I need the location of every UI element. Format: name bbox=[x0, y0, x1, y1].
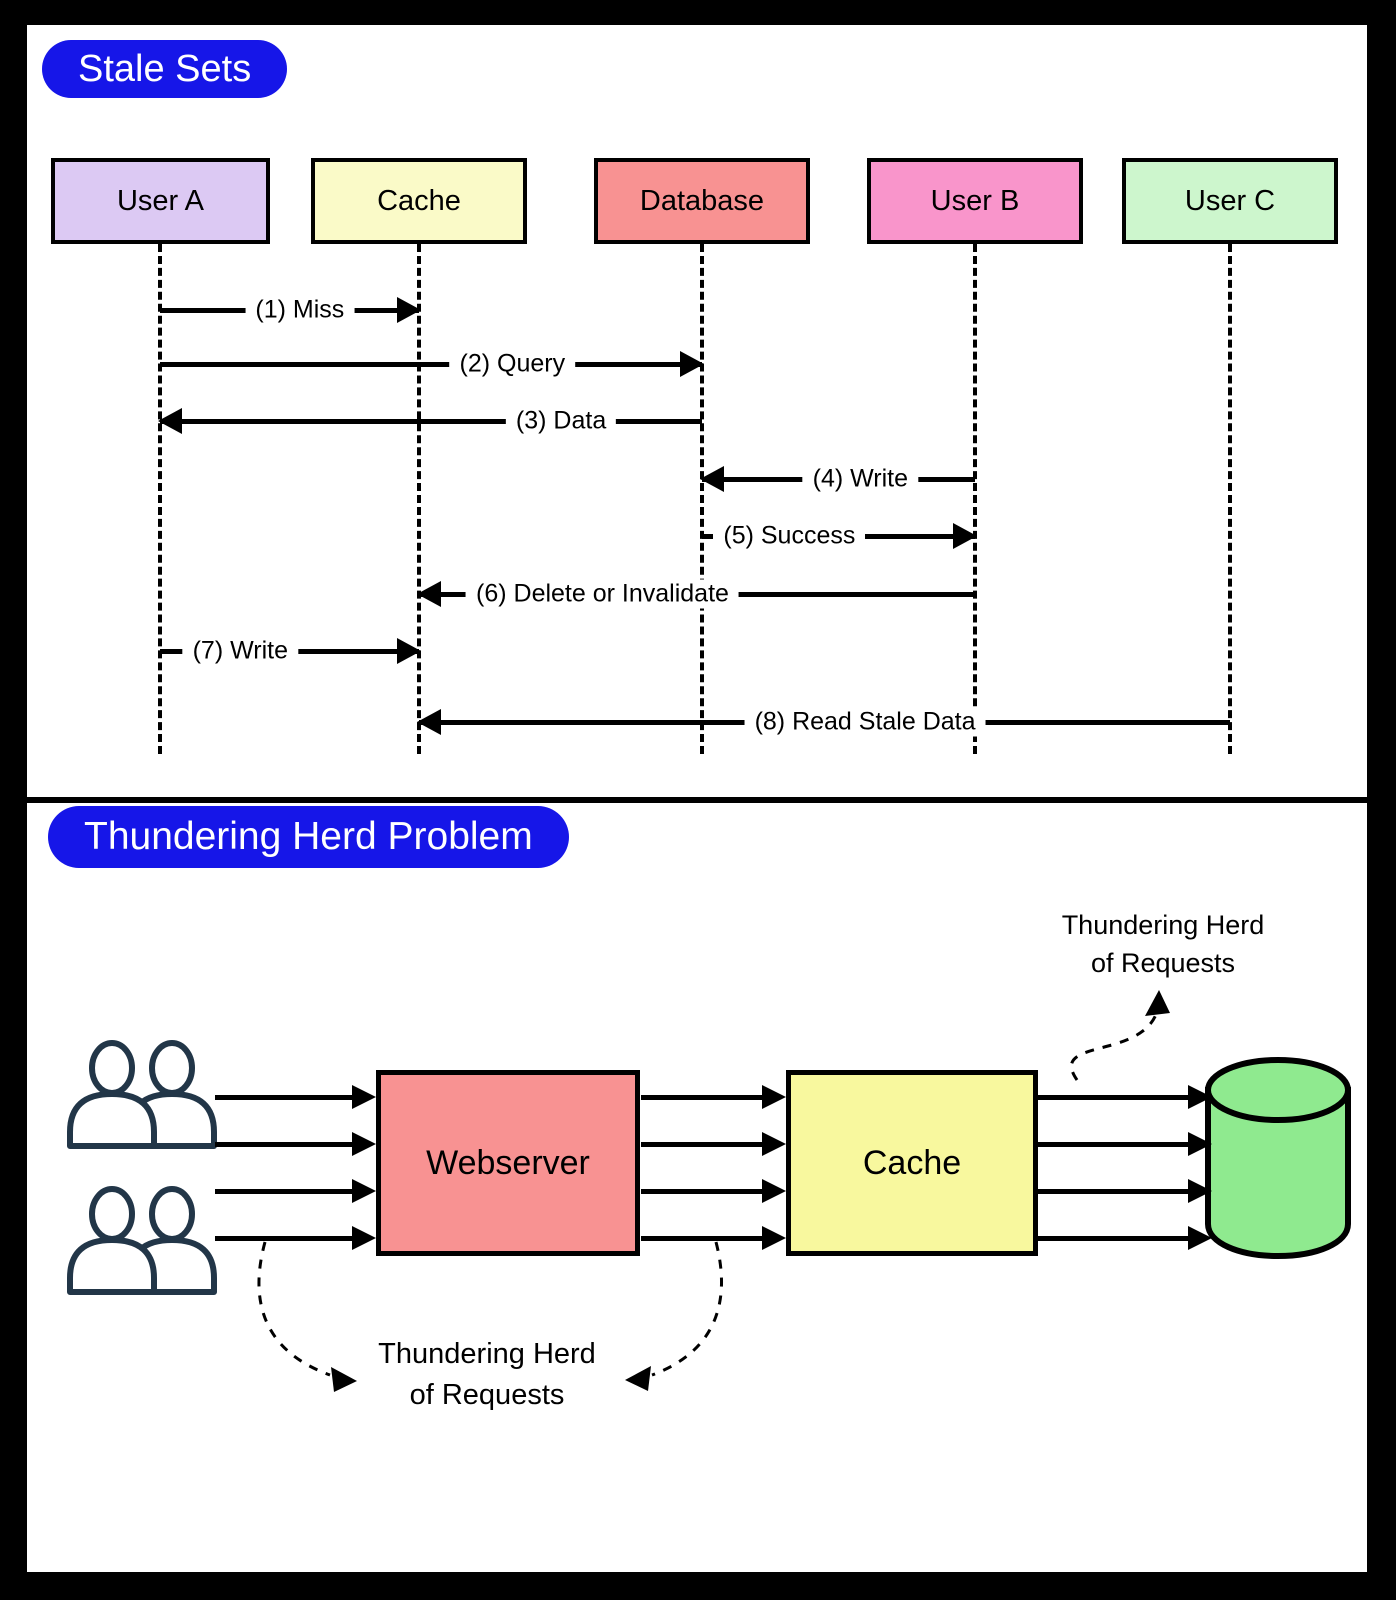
annotation-line: Thundering Herd bbox=[378, 1338, 596, 1370]
lifeline-user-c bbox=[1228, 244, 1232, 754]
arrow-line bbox=[160, 419, 702, 424]
message-label: (5) Success bbox=[713, 521, 866, 551]
flow-arrow bbox=[1038, 1085, 1212, 1109]
stale-sets-title-badge: Stale Sets bbox=[42, 40, 288, 98]
actor-box-user-a: User A bbox=[51, 158, 270, 244]
flow-arrow bbox=[215, 1179, 376, 1203]
actor-box-user-b: User B bbox=[867, 158, 1083, 244]
flow-arrow bbox=[641, 1179, 786, 1203]
flow-arrow bbox=[1038, 1132, 1212, 1156]
actor-box-user-c: User C bbox=[1122, 158, 1338, 244]
arrowhead-icon bbox=[700, 466, 724, 492]
thundering-herd-title-badge: Thundering Herd Problem bbox=[48, 806, 569, 868]
lifeline-cache bbox=[417, 244, 421, 754]
message-label: (3) Data bbox=[505, 406, 617, 436]
arrowhead-icon bbox=[397, 638, 421, 664]
lifeline-database bbox=[700, 244, 704, 754]
message-label: (7) Write bbox=[182, 636, 298, 666]
flow-arrow bbox=[215, 1132, 376, 1156]
message-label: (6) Delete or Invalidate bbox=[466, 579, 739, 609]
thundering-herd-web-annotation: Thundering Herd of Requests bbox=[378, 1334, 596, 1416]
flow-arrow bbox=[215, 1085, 376, 1109]
arrowhead-icon bbox=[397, 297, 421, 323]
flow-arrow bbox=[641, 1132, 786, 1156]
lifeline-user-b bbox=[973, 244, 977, 754]
panel-divider bbox=[27, 797, 1367, 803]
arrowhead-icon bbox=[158, 408, 182, 434]
arrowhead-icon bbox=[953, 523, 977, 549]
flow-arrow bbox=[1038, 1179, 1212, 1203]
actor-box-database: Database bbox=[594, 158, 810, 244]
annotation-line: of Requests bbox=[1090, 948, 1236, 978]
actor-box-cache: Cache bbox=[311, 158, 527, 244]
thundering-herd-db-annotation: Thundering Herd of Requests bbox=[1062, 906, 1265, 982]
annotation-line: of Requests bbox=[409, 1379, 565, 1411]
flow-arrow bbox=[641, 1085, 786, 1109]
cache-box: Cache bbox=[786, 1070, 1038, 1256]
message-label: (1) Miss bbox=[245, 295, 355, 325]
arrowhead-icon bbox=[417, 709, 441, 735]
arrow-line bbox=[160, 362, 702, 367]
flow-arrow bbox=[1038, 1226, 1212, 1250]
message-label: (2) Query bbox=[449, 349, 576, 379]
arrowhead-icon bbox=[680, 351, 704, 377]
message-label: (8) Read Stale Data bbox=[744, 707, 986, 737]
flow-arrow bbox=[641, 1226, 786, 1250]
arrowhead-icon bbox=[417, 581, 441, 607]
flow-arrow bbox=[215, 1226, 376, 1250]
message-label: (4) Write bbox=[802, 464, 919, 494]
webserver-box: Webserver bbox=[376, 1070, 640, 1256]
annotation-line: Thundering Herd bbox=[1061, 910, 1265, 940]
lifeline-user-a bbox=[158, 244, 162, 754]
